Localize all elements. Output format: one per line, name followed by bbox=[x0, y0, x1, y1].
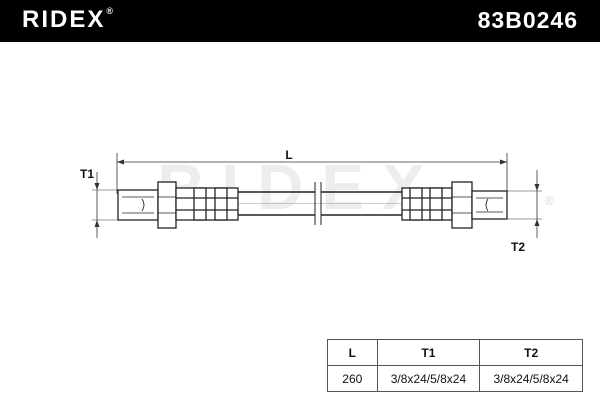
spec-value-t2: 3/8x24/5/8x24 bbox=[479, 365, 583, 392]
watermark-registered-mark: ® bbox=[545, 194, 554, 208]
thread-left-dimension bbox=[92, 172, 118, 238]
brand-logo: RIDEX® bbox=[22, 6, 115, 34]
thread-left-label: T1 bbox=[80, 167, 94, 181]
spec-header-l: L bbox=[327, 339, 378, 366]
brake-hose-diagram: RIDEX ® L T1 T2 bbox=[80, 148, 554, 254]
brand-name: RIDEX bbox=[22, 6, 106, 33]
spec-table-header-row: L T1 T2 bbox=[327, 339, 583, 366]
spec-header-t1: T1 bbox=[376, 339, 481, 366]
hose-body bbox=[238, 191, 402, 216]
spec-header-t2: T2 bbox=[479, 339, 583, 366]
header-bar: RIDEX® 83B0246 bbox=[0, 0, 600, 42]
length-dimension bbox=[116, 153, 508, 194]
spec-table: L T1 T2 260 3/8x24/5/8x24 3/8x24/5/8x24 bbox=[327, 339, 583, 392]
thread-right-label: T2 bbox=[511, 240, 525, 254]
length-break-mark bbox=[314, 182, 322, 225]
right-fitting bbox=[401, 181, 508, 229]
thread-right-dimension bbox=[507, 170, 542, 238]
length-label: L bbox=[285, 148, 292, 162]
brand-registered-mark: ® bbox=[106, 6, 115, 16]
left-fitting bbox=[117, 181, 239, 229]
spec-table-row: 260 3/8x24/5/8x24 3/8x24/5/8x24 bbox=[327, 365, 583, 392]
spec-value-t1: 3/8x24/5/8x24 bbox=[376, 365, 481, 392]
spec-value-l: 260 bbox=[327, 365, 378, 392]
part-number: 83B0246 bbox=[477, 7, 578, 33]
